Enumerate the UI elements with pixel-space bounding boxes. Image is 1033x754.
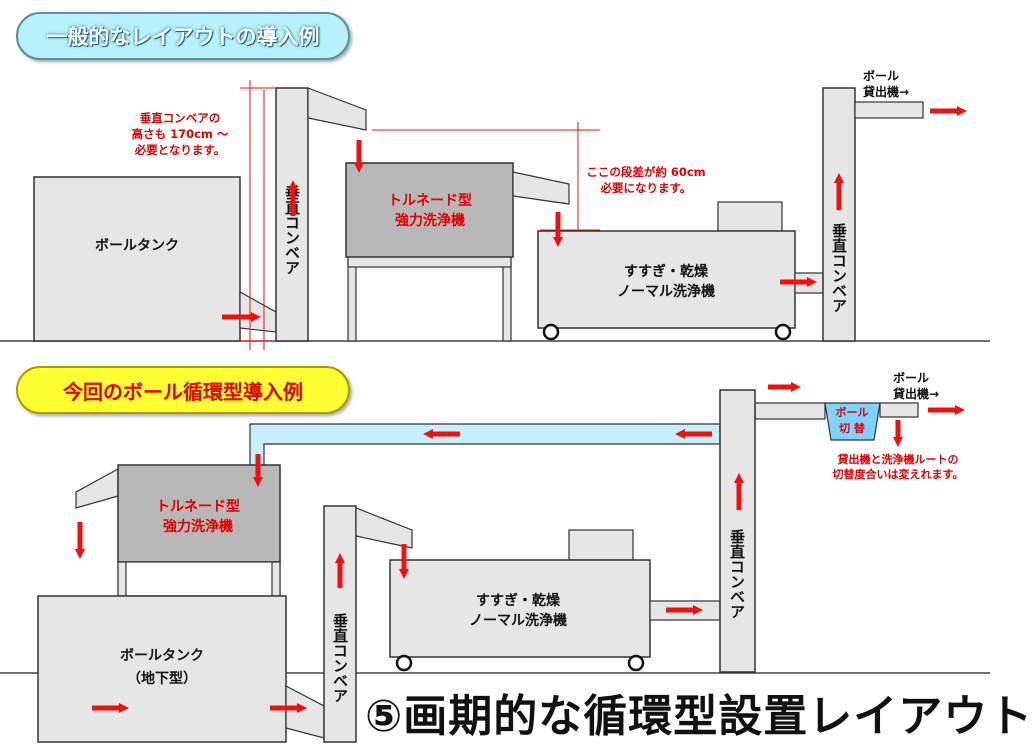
bottom-dispenser-label-2: 貸出機→: [893, 386, 939, 401]
top-washer-legs-right: [502, 254, 512, 342]
top-ball-tank: [33, 176, 241, 342]
bottom-washer-leg-left: [117, 561, 127, 597]
bottom-dryer-label-2: ノーマル洗浄機: [469, 612, 567, 629]
bottom-washer-label-2: 強力洗浄機: [163, 518, 233, 535]
bottom-washer-label-1: トルネード型: [156, 498, 240, 515]
switch-label-1: ボール: [836, 405, 869, 419]
bottom-left-conveyor-label: 垂直コンベア: [331, 612, 349, 703]
top-right-conveyor: [822, 87, 856, 342]
top-conveyor-outlet: [307, 87, 367, 131]
top-washer-legs-left: [347, 254, 357, 342]
svg-text:必要になります。: 必要になります。: [600, 181, 692, 195]
top-height-note: 垂直コンベアの 高さも 170cm ～ 必要となります。: [132, 111, 229, 157]
top-dryer-label-1: すすぎ・乾燥: [624, 263, 709, 280]
bottom-washer-frame: [117, 561, 281, 597]
bottom-rinse-dry-washer: [389, 559, 651, 658]
bottom-dispenser-label-1: ボール: [893, 370, 929, 385]
bottom-tank-chute: [285, 685, 325, 739]
bottom-right-conveyor-label: 垂直コンベア: [728, 528, 746, 619]
top-washer-label-2: 強力洗浄機: [395, 212, 465, 229]
diagram-canvas: ボールタンク 垂直コンベア 垂直コンベアの 高さも 170cm ～ 必要となりま…: [0, 68, 990, 743]
svg-text:垂直コンベアの: 垂直コンベアの: [140, 111, 221, 125]
bottom-left-conveyor-outlet: [355, 507, 413, 549]
bottom-flow-arrows: [75, 382, 965, 713]
top-dispenser-pipe: [854, 101, 924, 119]
top-tank-label: ボールタンク: [95, 238, 179, 254]
bottom-dispenser-outlet: [879, 402, 919, 418]
top-rinse-dry-washer: [537, 230, 796, 329]
top-washer-outlet: [512, 171, 570, 205]
return-pipe: [249, 423, 721, 469]
route-note: 貸出機と洗浄機ルートの 切替度合いは変えれます。: [833, 452, 964, 481]
top-washer-label-1: トルネード型: [388, 192, 472, 209]
top-dispenser-label-2: 貸出機→: [863, 84, 909, 99]
bottom-ball-tank: [37, 595, 287, 743]
top-dryer-top-unit: [717, 201, 783, 232]
ball-switch: [824, 402, 881, 441]
top-section-heading: 一般的なレイアウトの導入例: [16, 12, 350, 60]
bottom-section-heading: 今回のボール循環型導入例: [16, 366, 350, 414]
svg-text:必要となります。: 必要となります。: [134, 143, 226, 157]
top-dryer-wheel-right: [774, 323, 792, 341]
bottom-tank-label-1: ボールタンク: [120, 648, 204, 664]
bottom-dryer-top-unit: [568, 529, 634, 561]
dispenser-pipe: [754, 402, 826, 420]
bottom-dryer-wheel-right: [627, 654, 645, 672]
svg-text:高さも 170cm ～: 高さも 170cm ～: [132, 127, 229, 141]
svg-text:ここの段差が約 60cm: ここの段差が約 60cm: [586, 165, 705, 179]
top-conveyor-label: 垂直コンベア: [283, 184, 301, 275]
top-step-note: ここの段差が約 60cm 必要になります。: [586, 165, 705, 195]
svg-text:貸出機と洗浄機ルートの: 貸出機と洗浄機ルートの: [837, 452, 959, 466]
switch-label-2: 切 替: [839, 421, 866, 435]
footer-title: ⑤画期的な循環型設置レイアウト: [365, 691, 1033, 742]
bottom-left-conveyor: [323, 505, 357, 743]
layout-diagram: ボールタンク 垂直コンベア 垂直コンベアの 高さも 170cm ～ 必要となりま…: [0, 12, 1033, 743]
bottom-washer-inlet: [75, 467, 119, 509]
svg-text:切替度合いは変えれます。: 切替度合いは変えれます。: [833, 467, 964, 481]
top-dryer-label-2: ノーマル洗浄機: [617, 283, 715, 300]
top-dispenser-label-1: ボール: [863, 68, 899, 83]
top-right-conveyor-label: 垂直コンベア: [830, 222, 848, 313]
top-tank-chute: [239, 290, 277, 333]
top-flow-arrows: [222, 106, 967, 322]
bottom-washer-leg-right: [271, 561, 281, 597]
bottom-dryer-wheel-left: [395, 654, 413, 672]
top-tornado-washer: [345, 162, 514, 258]
bottom-tank-label-2: （地下型）: [127, 670, 197, 687]
bottom-right-conveyor: [719, 389, 756, 673]
top-dryer-wheel-left: [542, 323, 560, 341]
bottom-dryer-label-1: すすぎ・乾燥: [476, 592, 561, 609]
